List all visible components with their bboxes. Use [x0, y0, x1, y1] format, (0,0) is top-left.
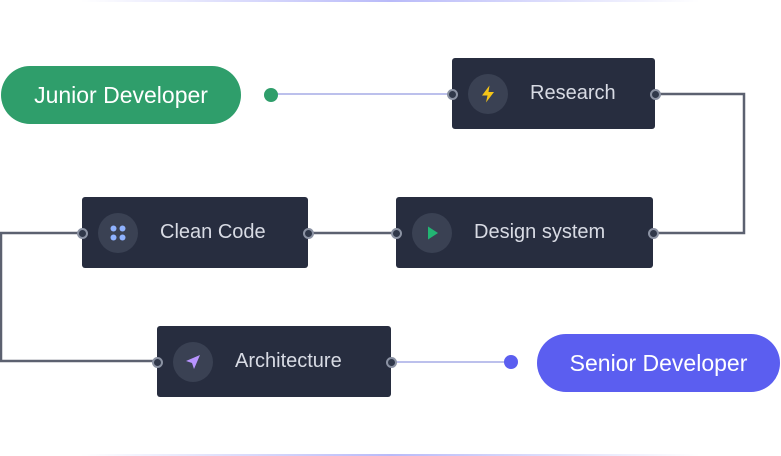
port-research-out	[650, 89, 661, 100]
junior-developer-pill: Junior Developer	[1, 66, 241, 124]
connector-clean-code-to-architecture	[0, 231, 157, 363]
step-research[interactable]: Research	[452, 58, 655, 129]
connector-research-to-design	[653, 92, 746, 235]
step-architecture[interactable]: Architecture	[157, 326, 391, 397]
port-design-out	[391, 228, 402, 239]
port-clean-code-in	[303, 228, 314, 239]
end-connector-dot	[504, 355, 518, 369]
port-research-in	[447, 89, 458, 100]
step-research-label: Research	[530, 82, 616, 104]
lightning-icon	[468, 73, 508, 114]
senior-developer-label: Senior Developer	[569, 349, 748, 376]
step-clean-code[interactable]: Clean Code	[82, 197, 308, 268]
grid-dots-icon	[98, 212, 138, 253]
senior-developer-pill: Senior Developer	[537, 334, 780, 392]
step-clean-code-label: Clean Code	[160, 221, 266, 243]
step-architecture-label: Architecture	[235, 350, 342, 372]
cursor-arrow-icon	[173, 341, 213, 382]
port-clean-code-out	[77, 228, 88, 239]
play-icon	[412, 212, 452, 253]
step-design-system[interactable]: Design system	[396, 197, 653, 268]
step-design-system-label: Design system	[474, 221, 606, 243]
port-design-in	[648, 228, 659, 239]
port-architecture-in	[152, 357, 163, 368]
top-edge-glow	[80, 0, 700, 2]
port-architecture-out	[386, 357, 397, 368]
start-connector-dot	[264, 88, 278, 102]
bottom-edge-glow	[80, 454, 700, 456]
junior-developer-label: Junior Developer	[34, 81, 208, 108]
